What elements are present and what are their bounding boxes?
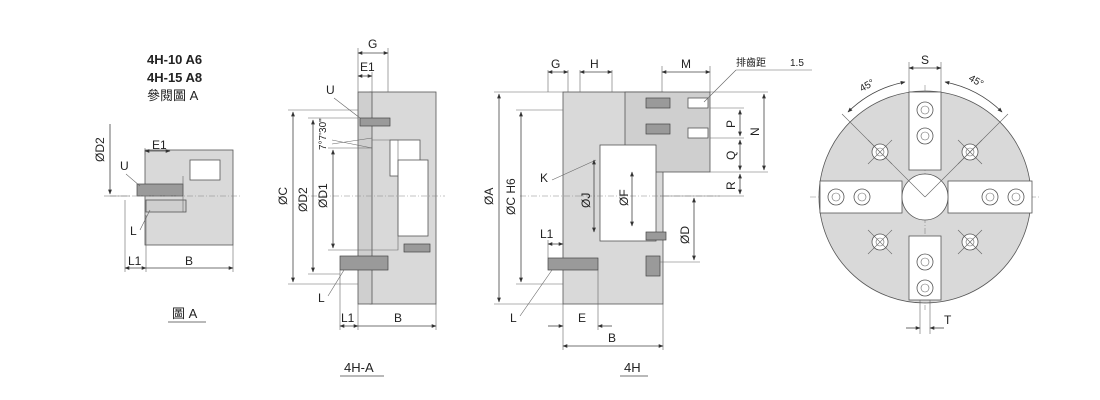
view-4ha-label-e1: E1	[360, 60, 375, 74]
view-a-label-b: B	[185, 254, 193, 268]
view-a-note-line2: 4H-15 A8	[147, 70, 202, 85]
view-a-jaw-base	[145, 199, 187, 213]
view-4h-label-p: P	[724, 120, 738, 128]
view-4ha-label-od2: ØD2	[296, 187, 310, 212]
view-4h-label-of: ØF	[617, 189, 631, 206]
front-label-angle-right: 45°	[967, 73, 986, 90]
view-a-caption: 圖 A	[172, 306, 198, 321]
view-4ha-label-l: L	[318, 291, 325, 305]
view-4h-label-q: Q	[724, 151, 738, 160]
view-4h-label-g: G	[551, 57, 560, 71]
view-4h-screw-3	[645, 231, 667, 241]
view-4h-a: G E1 U 7°7'30" ØC ØD2 ØD1 L L1 B 4H-A	[276, 37, 445, 377]
view-4h-label-k: K	[540, 171, 548, 185]
view-4h-label-e: E	[578, 311, 586, 325]
view-4ha-label-l1: L1	[341, 311, 355, 325]
view-4ha-jaw	[339, 255, 389, 271]
view-4h-label-l1: L1	[540, 227, 554, 241]
view-4h-label-och6: ØC H6	[504, 178, 518, 215]
view-4h-label-h: H	[590, 57, 599, 71]
view-a-recess	[189, 159, 221, 181]
view-4h-label-oj: ØJ	[579, 193, 593, 208]
view-a-label-e1: E1	[152, 138, 167, 152]
view-4h-bottom-jaw	[547, 257, 599, 271]
view-4ha-inner-2	[397, 159, 429, 237]
view-4h-label-od: ØD	[678, 226, 692, 244]
view-4ha-flange	[357, 91, 373, 305]
view-a-note-line3: 參閱圖 A	[147, 88, 199, 103]
view-4ha-caption: 4H-A	[344, 360, 374, 375]
view-4h-label-l: L	[510, 311, 517, 325]
front-label-s: S	[921, 53, 929, 67]
view-4ha-label-u: U	[326, 83, 335, 97]
view-a-label-l1: L1	[128, 254, 142, 268]
view-4h-label-b: B	[608, 331, 616, 345]
front-jaw-holes	[827, 101, 1025, 297]
view-4ha-label-angle: 7°7'30"	[318, 118, 329, 150]
view-a-label-u: U	[120, 159, 129, 173]
view-4ha-label-b: B	[394, 311, 402, 325]
view-4ha-label-od1: ØD1	[316, 183, 330, 208]
view-4h-screw-2	[645, 123, 671, 135]
view-4h-serration-2	[687, 127, 709, 139]
view-4ha-screw-bottom	[403, 243, 431, 253]
view-4h-label-oa: ØA	[482, 188, 496, 205]
view-4ha-screw-top	[359, 117, 391, 127]
view-4h-screw-1	[645, 97, 671, 109]
view-a-label-od2: ØD2	[93, 137, 107, 162]
view-4h-label-n: N	[748, 127, 762, 136]
view-a-jaw	[136, 183, 184, 197]
view-a-label-l: L	[130, 224, 137, 238]
front-label-angle-left: 45°	[858, 78, 877, 95]
view-4h-label-m: M	[681, 57, 691, 71]
view-4h-serration-1	[687, 97, 709, 109]
view-4h-label-pitch-value: 1.5	[790, 58, 804, 69]
view-4h: G H M 排齒距 1.5 P Q R N ØA ØC H6	[482, 56, 812, 377]
front-view: S 45° 45° T	[810, 53, 1040, 334]
view-4h-label-pitch: 排齒距	[736, 56, 766, 69]
view-4h-caption: 4H	[624, 360, 641, 375]
view-a-note-line1: 4H-10 A6	[147, 52, 202, 67]
view-4h-inner-cavity	[599, 144, 657, 242]
view-4ha-label-g: G	[368, 37, 377, 51]
view-4ha-label-oc: ØC	[276, 187, 290, 205]
view-a: 4H-10 A6 4H-15 A8 參閱圖 A ØD2 E1 U L L1 B …	[93, 52, 240, 323]
front-label-t: T	[944, 313, 952, 327]
view-4h-label-r: R	[724, 181, 738, 190]
view-4h-screw-4	[645, 255, 661, 277]
